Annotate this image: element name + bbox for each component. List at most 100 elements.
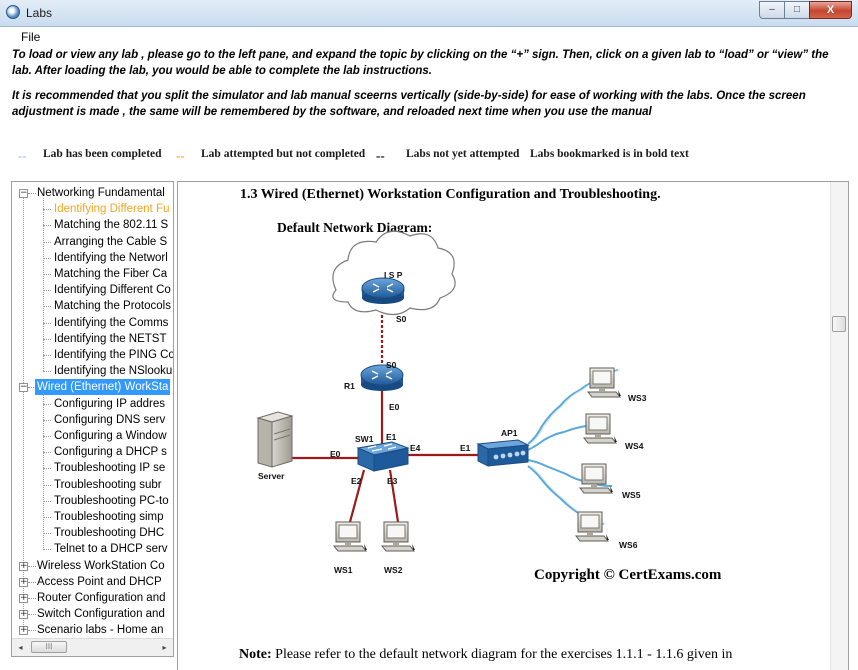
- tree-item-label[interactable]: Identifying Different Co: [54, 284, 171, 297]
- expand-icon[interactable]: +: [19, 609, 28, 620]
- tree-item[interactable]: Identifying the PING Co: [12, 347, 173, 363]
- tree-group-label[interactable]: Switch Configuration and: [37, 608, 165, 621]
- tree-item-label[interactable]: Matching the Protocols: [54, 300, 171, 313]
- tree-item-label[interactable]: Configuring IP addres: [54, 397, 166, 410]
- tree-item[interactable]: Matching the Protocols: [12, 298, 173, 314]
- tree-connector: [43, 274, 51, 275]
- tree-group[interactable]: + Scenario labs - Home an: [12, 622, 173, 638]
- tree-horizontal-scrollbar[interactable]: ◂ III ▸: [12, 638, 173, 656]
- tree-item[interactable]: Troubleshooting PC-to: [12, 493, 173, 509]
- copyright-text: Copyright © CertExams.com: [534, 567, 722, 583]
- label-server-e0: E0: [330, 449, 341, 459]
- tree-group-label[interactable]: Wireless WorkStation Co: [37, 559, 165, 572]
- label-ap1: AP1: [501, 428, 518, 438]
- label-sw1-e3: E3: [387, 476, 398, 486]
- expand-icon[interactable]: +: [19, 560, 28, 571]
- tree-item[interactable]: Arranging the Cable S: [12, 234, 173, 250]
- tree-group-label[interactable]: Wired (Ethernet) WorkSta: [35, 379, 171, 396]
- tree-item-label[interactable]: Arranging the Cable S: [54, 235, 168, 248]
- maximize-button[interactable]: □: [784, 1, 810, 19]
- expand-icon[interactable]: +: [19, 593, 28, 603]
- collapse-icon[interactable]: −: [19, 188, 28, 198]
- tree-group-label[interactable]: Access Point and DHCP: [37, 575, 162, 588]
- tree-item[interactable]: Matching the 802.11 S: [12, 217, 173, 233]
- collapse-icon[interactable]: −: [19, 382, 28, 393]
- tree-group-label[interactable]: Scenario labs - Home an: [37, 624, 164, 637]
- tree-item[interactable]: Configuring a DHCP s: [12, 444, 173, 460]
- title-bar: Labs – □ X: [0, 0, 858, 27]
- expand-icon[interactable]: +: [19, 576, 28, 587]
- scroll-right-arrow-icon[interactable]: ▸: [162, 643, 167, 652]
- tree-item-label[interactable]: Configuring a Window: [54, 430, 167, 442]
- tree-group[interactable]: + Switch Configuration and: [12, 606, 173, 622]
- note-text: Please refer to the default network diag…: [275, 647, 733, 662]
- isp-cloud: [332, 230, 456, 316]
- tree-item-label[interactable]: Telnet to a DHCP serv: [54, 543, 168, 556]
- workstation-ws4: [582, 413, 618, 444]
- tree-item-label[interactable]: Matching the 802.11 S: [54, 219, 169, 232]
- tree-item-label[interactable]: Troubleshooting DHC: [54, 527, 165, 540]
- router-r1: [360, 364, 404, 391]
- lab-manual-pane[interactable]: 1.3 Wired (Ethernet) Workstation Configu…: [177, 181, 849, 670]
- tree-item[interactable]: Configuring DNS serv: [12, 412, 173, 428]
- content-vertical-scrollbar[interactable]: [830, 182, 848, 670]
- tree-item[interactable]: Identifying Different Fu: [12, 201, 173, 217]
- tree-item-label[interactable]: Configuring DNS serv: [54, 413, 166, 426]
- tree-item[interactable]: Identifying the Comms: [12, 315, 173, 331]
- tree-connector: [28, 387, 36, 389]
- content-scroll-thumb[interactable]: [832, 316, 846, 332]
- tree-item-label[interactable]: Matching the Fiber Ca: [54, 268, 168, 280]
- lab-section-title: 1.3 Wired (Ethernet) Workstation Configu…: [240, 187, 661, 202]
- tree-item-label[interactable]: Identifying the PING Co: [54, 349, 173, 361]
- tree-group-label[interactable]: Networking Fundamental: [37, 187, 165, 199]
- legend: -- Lab has been completed -- Lab attempt…: [12, 148, 852, 164]
- scroll-thumb[interactable]: III: [31, 641, 67, 653]
- tree-item-label[interactable]: Troubleshooting simp: [54, 511, 164, 523]
- tree-item-label[interactable]: Identifying Different Fu: [54, 203, 170, 216]
- label-sw1: SW1: [355, 434, 374, 444]
- close-button[interactable]: X: [809, 1, 852, 19]
- tree-item-label[interactable]: Troubleshooting IP se: [54, 462, 166, 475]
- tree-item[interactable]: Troubleshooting IP se: [12, 460, 173, 476]
- tree-item[interactable]: Configuring a Window: [12, 428, 173, 444]
- expand-icon[interactable]: +: [19, 625, 28, 636]
- tree-item[interactable]: Identifying the Networl: [12, 250, 173, 266]
- tree-item-label[interactable]: Identifying the NSlooku: [54, 365, 173, 378]
- tree-group[interactable]: + Access Point and DHCP: [12, 574, 173, 590]
- tree-connector: [28, 614, 36, 616]
- tree-item[interactable]: Matching the Fiber Ca: [12, 266, 173, 282]
- tree-item[interactable]: Troubleshooting DHC: [12, 525, 173, 541]
- tree-group-label[interactable]: Router Configuration and: [37, 592, 166, 604]
- workstation-ws6: [574, 511, 610, 542]
- tree-connector: [28, 598, 36, 599]
- tree-group[interactable]: −Wired (Ethernet) WorkSta: [12, 379, 173, 396]
- minimize-button[interactable]: –: [759, 1, 785, 19]
- tree-item-label[interactable]: Troubleshooting subr: [54, 478, 162, 491]
- scroll-left-arrow-icon[interactable]: ◂: [18, 643, 23, 652]
- tree-item-label[interactable]: Identifying the NETST: [54, 332, 167, 345]
- tree-item[interactable]: Identifying Different Co: [12, 282, 173, 298]
- tree-group[interactable]: + Router Configuration and: [12, 590, 173, 606]
- tree-group[interactable]: + Wireless WorkStation Co: [12, 558, 173, 574]
- switch-sw1: [356, 441, 410, 472]
- tree-branch-line: [43, 198, 44, 372]
- tree-item-label[interactable]: Identifying the Networl: [54, 251, 168, 264]
- diagram-note: Note: Please refer to the default networ…: [239, 647, 732, 663]
- tree-item-label[interactable]: Configuring a DHCP s: [54, 446, 167, 459]
- label-isp-s0: S0: [396, 314, 407, 324]
- tree-item[interactable]: Identifying the NSlooku: [12, 363, 173, 379]
- tree-item[interactable]: Troubleshooting simp: [12, 509, 173, 525]
- tree-item[interactable]: Troubleshooting subr: [12, 477, 173, 493]
- tree-item-label[interactable]: Identifying the Comms: [54, 316, 169, 329]
- menu-file[interactable]: File: [21, 30, 41, 44]
- tree-item[interactable]: Telnet to a DHCP serv: [12, 541, 173, 557]
- tree-item[interactable]: Identifying the NETST: [12, 331, 173, 347]
- access-point-ap1: [476, 439, 530, 467]
- tree-item[interactable]: Configuring IP addres: [12, 396, 173, 412]
- tree-connector: [43, 306, 51, 308]
- tree-item-label[interactable]: Troubleshooting PC-to: [54, 494, 169, 507]
- tree-group[interactable]: −Networking Fundamental: [12, 185, 173, 201]
- tree-branch-line: [43, 392, 44, 550]
